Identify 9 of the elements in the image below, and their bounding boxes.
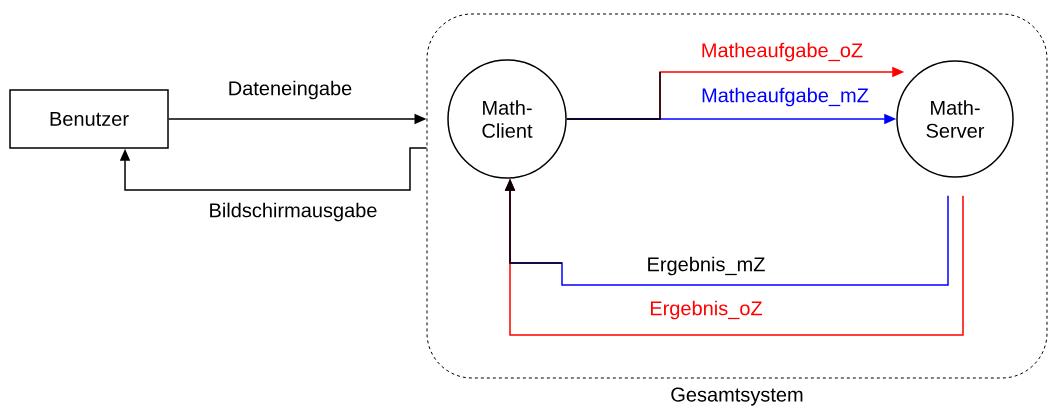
edge-label: Ergebnis_mZ <box>648 256 765 276</box>
actor-box: Benutzer <box>9 89 169 149</box>
edge-label: Bildschirmausgabe <box>210 202 377 222</box>
edge-label: Ergebnis_oZ <box>650 300 763 320</box>
boundary-label: Gesamtsystem <box>671 387 803 406</box>
edge-label: Dateneingabe <box>229 80 352 100</box>
edge-label: Matheaufgabe_oZ <box>702 42 863 62</box>
arrow <box>119 147 428 191</box>
edge-label: Matheaufgabe_mZ <box>702 87 869 107</box>
